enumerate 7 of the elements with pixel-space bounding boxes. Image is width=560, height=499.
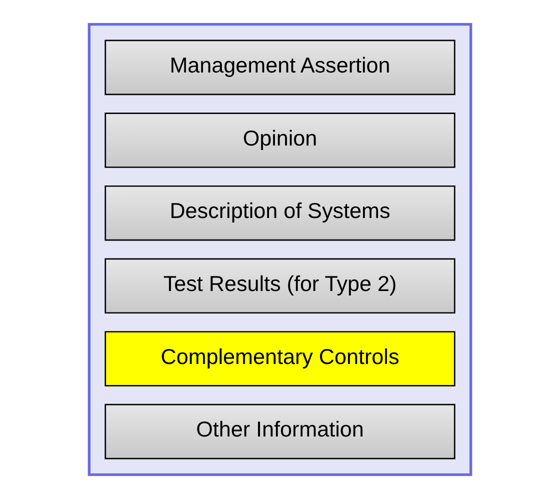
node-box: Description of Systems	[104, 185, 456, 241]
node-box: Complementary Controls	[104, 331, 456, 386]
node-box: Opinion	[104, 112, 456, 168]
node-box: Test Results (for Type 2)	[104, 258, 456, 314]
node-box: Management Assertion	[104, 40, 456, 96]
cluster	[88, 22, 472, 476]
node-box: Other Information	[104, 404, 456, 460]
